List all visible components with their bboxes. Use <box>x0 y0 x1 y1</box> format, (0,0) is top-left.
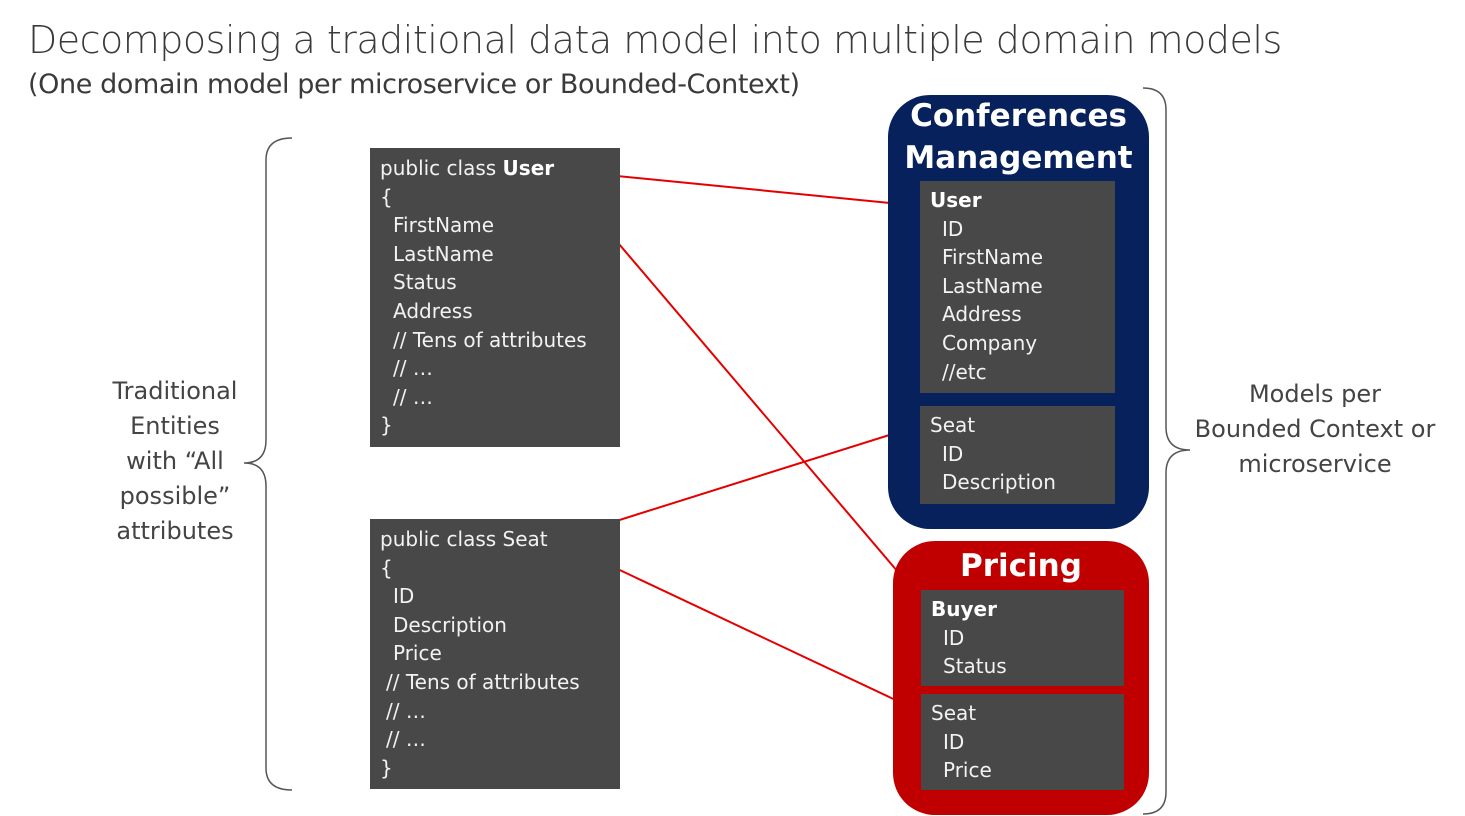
comment: // … <box>393 356 433 381</box>
context-title: Pricing <box>960 548 1082 584</box>
pricing-seat-entity: Seat ID Price <box>921 694 1124 790</box>
class-declaration: public class Seat <box>380 525 610 554</box>
entity-attribute: ID <box>943 729 965 754</box>
page-subtitle: (One domain model per microservice or Bo… <box>28 69 800 100</box>
comment: // … <box>393 384 433 409</box>
open-brace: { <box>380 555 393 580</box>
entity-attribute: FirstName <box>942 245 1044 270</box>
attribute: ID <box>393 584 415 609</box>
cm-seat-entity: Seat ID Description <box>920 406 1115 504</box>
entity-name: Buyer <box>931 597 997 621</box>
entity-attribute: ID <box>942 441 964 466</box>
pricing-buyer-entity: Buyer ID Status <box>921 590 1124 686</box>
comment: // … <box>386 727 426 752</box>
entity-attribute: LastName <box>942 273 1043 298</box>
attribute: Description <box>393 612 507 637</box>
context-title-line2: Management <box>904 140 1133 176</box>
attribute: Status <box>393 270 457 295</box>
entity-attribute: Description <box>942 470 1056 495</box>
attribute: LastName <box>393 241 494 266</box>
attribute: FirstName <box>393 213 495 238</box>
pricing-context: Pricing Buyer ID Status Seat ID Price <box>893 541 1149 815</box>
class-name: Seat <box>502 527 548 551</box>
entity-attribute: Price <box>943 758 992 783</box>
traditional-entities-label: Traditional Entities with “All possible”… <box>112 377 238 545</box>
attribute: Address <box>393 298 473 323</box>
entity-attribute: Company <box>942 330 1038 355</box>
comment: // Tens of attributes <box>386 669 580 694</box>
comment: // … <box>386 698 426 723</box>
comment: // Tens of attributes <box>393 327 587 352</box>
right-brace <box>1142 87 1191 815</box>
entity-name: Seat <box>931 701 977 725</box>
bounded-context-models-label: Models per Bounded Context or microservi… <box>1194 380 1436 478</box>
traditional-user-class: public class User { FirstName LastName S… <box>370 148 620 447</box>
entity-attribute: Status <box>943 654 1007 679</box>
class-keyword: public class <box>380 527 503 551</box>
entity-attribute: ID <box>943 625 965 650</box>
class-name: User <box>502 156 555 180</box>
traditional-seat-class: public class Seat { ID Description Price… <box>370 519 620 789</box>
entity-name: User <box>930 188 982 212</box>
entity-attribute: ID <box>942 216 964 241</box>
attribute: Price <box>393 641 442 666</box>
conferences-management-context: Conferences Management User ID FirstName… <box>888 95 1149 529</box>
cm-user-entity: User ID FirstName LastName Address Compa… <box>920 181 1115 393</box>
left-brace <box>243 137 293 791</box>
close-brace: } <box>380 755 393 780</box>
class-declaration: public class User <box>380 154 610 183</box>
entity-attribute: Address <box>942 302 1022 327</box>
entity-attribute: //etc <box>942 359 987 384</box>
context-title-line1: Conferences <box>910 98 1127 134</box>
open-brace: { <box>380 184 393 209</box>
close-brace: } <box>380 413 393 438</box>
class-keyword: public class <box>380 156 503 180</box>
page-title: Decomposing a traditional data model int… <box>28 18 1282 62</box>
entity-name: Seat <box>930 413 976 437</box>
